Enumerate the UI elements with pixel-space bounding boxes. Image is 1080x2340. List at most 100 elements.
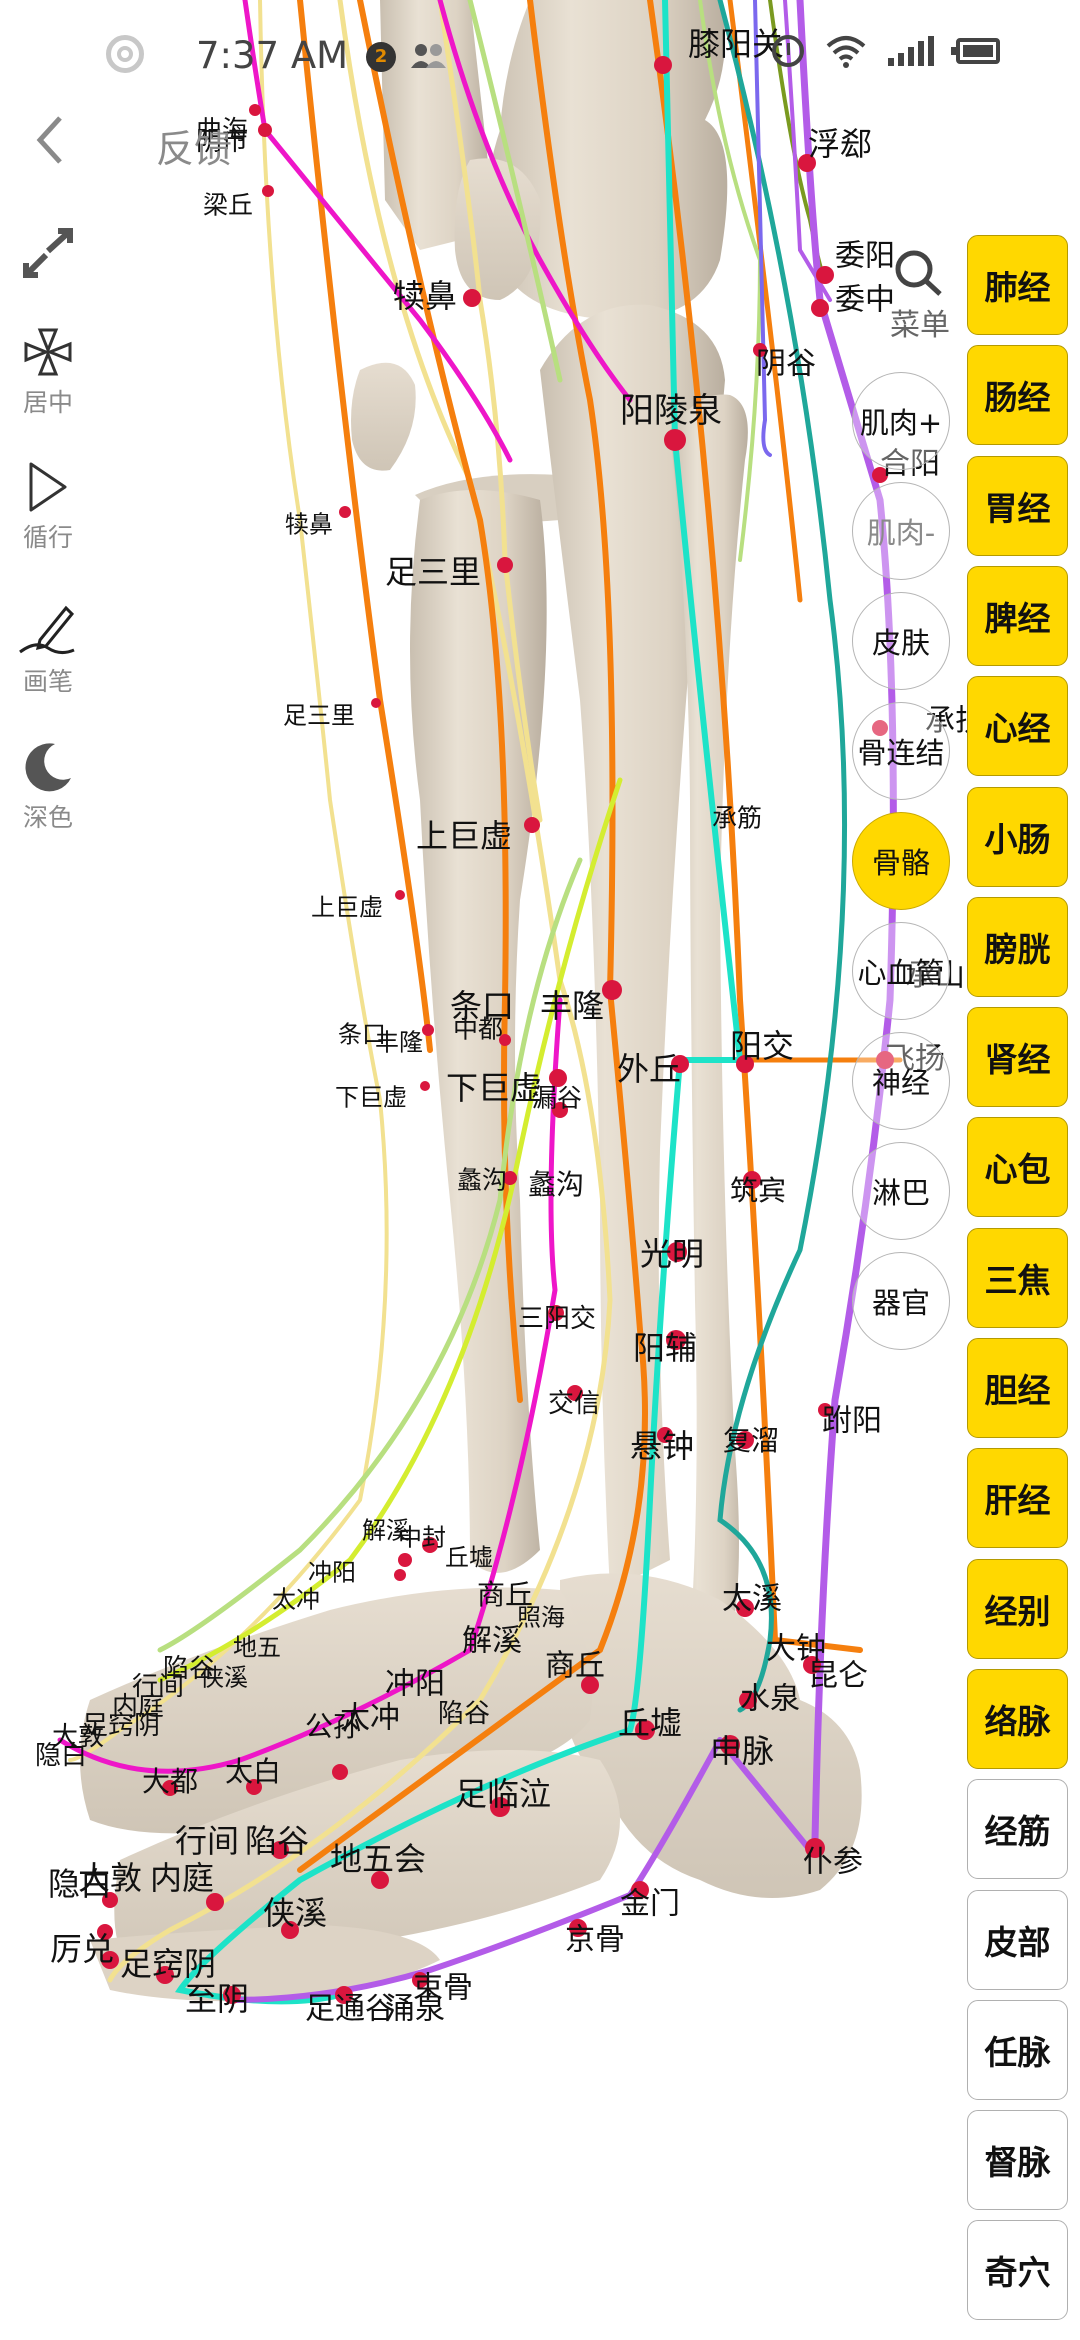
acupoint-label[interactable]: 至阴 [185,1980,249,2018]
meridian-button-12[interactable]: 经别 [967,1558,1068,1659]
acupoint-label[interactable]: 丰隆 [375,1028,423,1056]
menu-button[interactable]: 菜单 [880,248,960,344]
acupoint-label[interactable]: 承筋 [712,803,762,832]
acupoint-label[interactable]: 解溪 [362,1516,410,1544]
acupoint-label[interactable]: 陷谷 [163,1654,215,1684]
meridian-button-5[interactable]: 小肠 [967,786,1068,887]
acupoint-label[interactable]: 悬钟 [630,1427,694,1465]
acupoint-label[interactable]: 足窍阴 [120,1945,216,1983]
acupoint-label[interactable]: 阳辅 [633,1329,697,1367]
acupoint-label[interactable]: 侠溪 [200,1663,248,1691]
acupoint-label[interactable]: 太冲 [272,1585,320,1613]
acupoint-label[interactable]: 照海 [517,1603,565,1631]
acupoint-label[interactable]: 条口 [450,987,514,1025]
acupoint-label[interactable]: 曲海 [196,116,248,146]
acupoint-label[interactable]: 阴谷 [756,347,816,382]
acupoint-label[interactable]: 下巨虚 [335,1083,407,1111]
acupoint-label[interactable]: 上巨虚 [311,893,383,921]
meridian-button-2[interactable]: 胃经 [967,455,1068,556]
acupoint-label[interactable]: 蠡沟 [457,1165,507,1194]
circulate-button[interactable]: 循行 [0,460,96,554]
acupoint-label[interactable]: 内庭 [112,1692,164,1722]
acupoint-label[interactable]: 委阳 [835,239,895,274]
expand-button[interactable] [0,225,96,285]
acupoint-label[interactable]: 丘墟 [445,1543,493,1571]
layer-toggle-7[interactable]: 淋巴 [852,1142,950,1240]
acupoint-label[interactable]: 条口 [338,1020,386,1048]
acupoint-label[interactable]: 中封 [398,1523,446,1551]
acupoint-label[interactable]: 丘墟 [618,1704,682,1742]
acupoint-label[interactable]: 光明 [640,1235,704,1273]
acupoint-label[interactable]: 跗阳 [822,1404,882,1439]
acupoint-label[interactable]: 隐白 [48,1865,112,1903]
layer-toggle-0[interactable]: 肌肉+ [852,372,950,470]
acupoint-label[interactable]: 昆仑 [808,1659,868,1694]
meridian-button-15[interactable]: 皮部 [967,1889,1068,1990]
acupoint-label[interactable]: 行间 [175,1822,239,1860]
meridian-button-1[interactable]: 肠经 [967,345,1068,446]
acupoint-label[interactable]: 外丘 [617,1050,681,1088]
meridian-button-8[interactable]: 心包 [967,1117,1068,1218]
acupoint-label[interactable]: 大都 [142,1765,198,1798]
acupoint-label[interactable]: 陷谷 [438,1699,490,1729]
acupoint-label[interactable]: 冲阳 [385,1667,445,1702]
acupoint-label[interactable]: 三阳交 [518,1304,596,1334]
meridian-button-18[interactable]: 奇穴 [967,2220,1068,2321]
acupoint-label[interactable]: 蠡沟 [528,1168,584,1201]
layer-toggle-8[interactable]: 器官 [852,1252,950,1350]
acupoint-label[interactable]: 中都 [453,1014,503,1043]
acupoint-label[interactable]: 陷谷 [245,1822,309,1860]
acupoint-label[interactable]: 厉兑 [50,1930,114,1968]
acupoint-label[interactable]: 丰隆 [540,987,604,1025]
acupoint-label[interactable]: 大钟 [766,1632,826,1667]
acupoint-label[interactable]: 商丘 [545,1649,605,1684]
acupoint-label[interactable]: 大敦 [78,1859,142,1897]
acupoint-label[interactable]: 犊鼻 [285,510,333,538]
acupoint-label[interactable]: 足三里 [385,553,481,591]
acupoint-label[interactable]: 大敦 [52,1722,104,1752]
center-button[interactable]: 居中 [0,325,96,419]
acupoint-label[interactable]: 梁丘 [203,190,253,219]
acupoint-label[interactable]: 阳交 [730,1027,794,1065]
meridian-button-16[interactable]: 任脉 [967,1999,1068,2100]
acupoint-label[interactable]: 冲阳 [308,1558,356,1586]
acupoint-label[interactable]: 申脉 [710,1732,774,1770]
layer-toggle-1[interactable]: 肌肉- [852,482,950,580]
acupoint-label[interactable]: 委中 [835,283,895,318]
acupoint-label[interactable]: 商丘 [477,1578,533,1611]
meridian-button-0[interactable]: 肺经 [967,235,1068,335]
layer-toggle-5[interactable]: 心血管 [852,922,950,1020]
acupoint-label[interactable]: 金门 [620,1887,680,1922]
acupoint-label[interactable]: 足窍阴 [82,1711,160,1741]
acupoint-label[interactable]: 涌泉 [385,1992,445,2027]
layer-toggle-4[interactable]: 骨骼 [852,812,950,910]
meridian-button-7[interactable]: 肾经 [967,1007,1068,1108]
acupoint-label[interactable]: 束骨 [413,1971,473,2006]
meridian-button-9[interactable]: 三焦 [967,1227,1068,1328]
acupoint-label[interactable]: 内庭 [150,1859,214,1897]
acupoint-label[interactable]: 太冲 [340,1701,400,1736]
back-button[interactable] [30,112,80,172]
meridian-button-10[interactable]: 胆经 [967,1338,1068,1438]
acupoint-label[interactable]: 仆参 [803,1845,863,1880]
meridian-button-3[interactable]: 脾经 [967,565,1068,666]
meridian-button-17[interactable]: 督脉 [967,2110,1068,2211]
acupoint-label[interactable]: 足通谷 [305,1992,395,2027]
acupoint-label[interactable]: 漏谷 [532,1083,582,1112]
acupoint-label[interactable]: 犊鼻 [393,277,457,315]
feedback-link[interactable]: 反馈 [156,127,233,171]
layer-toggle-6[interactable]: 神经 [852,1032,950,1130]
acupoint-label[interactable]: 公孙 [305,1710,361,1743]
meridian-button-4[interactable]: 心经 [967,676,1068,777]
acupoint-label[interactable]: 地五会 [330,1840,426,1878]
acupoint-label[interactable]: 隐白 [35,1741,87,1771]
acupoint-label[interactable]: 上巨虚 [416,817,512,855]
meridian-button-11[interactable]: 肝经 [967,1448,1068,1549]
acupoint-label[interactable]: 行间 [132,1672,184,1702]
dark-mode-button[interactable]: 深色 [0,740,96,834]
acupoint-label[interactable]: 太白 [225,1755,281,1788]
acupoint-label[interactable]: 太溪 [722,1582,782,1617]
acupoint-label[interactable]: 京骨 [565,1923,625,1958]
acupoint-label[interactable]: 筑宾 [730,1174,786,1207]
